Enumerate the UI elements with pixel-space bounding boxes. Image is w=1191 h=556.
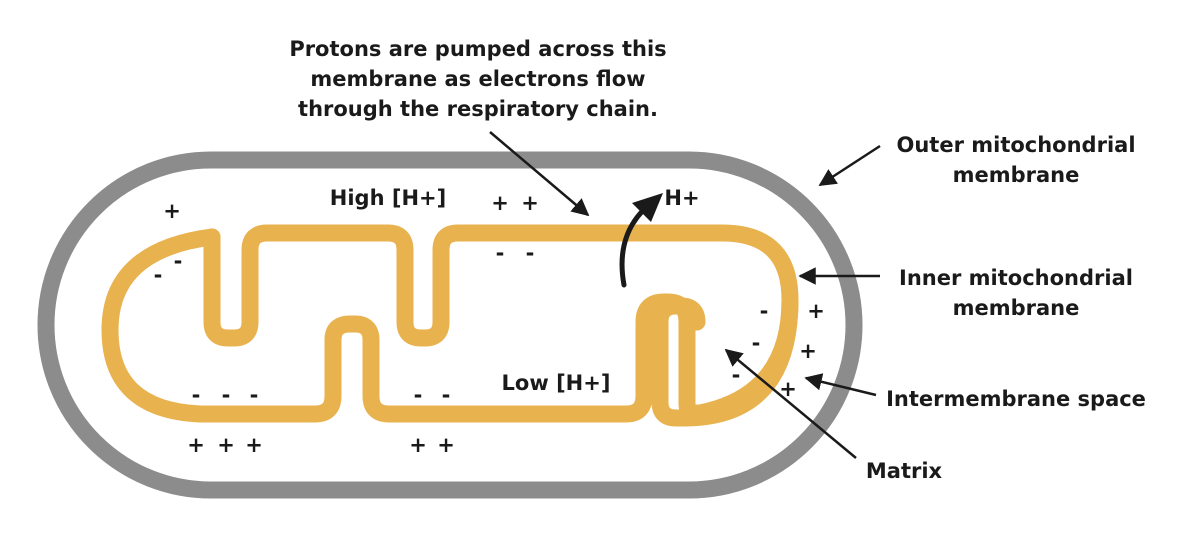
minus-sign: - [192, 383, 201, 407]
minus-sign: - [174, 249, 183, 273]
minus-sign: - [154, 263, 163, 287]
intermembrane-space-arrow [804, 373, 877, 397]
plus-sign: + [187, 433, 205, 457]
minus-sign: - [414, 383, 423, 407]
plus-sign: + [163, 199, 181, 223]
proton-pump-arrowhead [632, 193, 663, 222]
minus-sign: - [760, 299, 769, 323]
minus-sign: - [496, 241, 505, 265]
plus-sign: + [245, 433, 263, 457]
proton-label: H+ [664, 186, 699, 210]
caption-line-3: through the respiratory chain. [298, 97, 658, 121]
matrix-arrow [724, 348, 857, 459]
inner-membrane [203, 224, 799, 427]
plus-sign: + [521, 191, 539, 215]
plus-sign: + [807, 299, 825, 323]
plus-sign: + [437, 433, 455, 457]
plus-sign: + [491, 191, 509, 215]
caption-line-2: membrane as electrons flow [310, 67, 645, 91]
low-h-label: Low [H+] [502, 371, 611, 395]
inner-membrane-label-line-1: Inner mitochondrial [899, 266, 1133, 290]
inner-membrane-label-line-2: membrane [953, 296, 1080, 320]
plus-sign: + [217, 433, 235, 457]
matrix-label: Matrix [866, 459, 943, 483]
plus-sign: + [409, 433, 427, 457]
caption-line-1: Protons are pumped across this [289, 37, 666, 61]
minus-sign: - [442, 383, 451, 407]
inner-membrane-boundary [101, 228, 799, 423]
outer-membrane-label-line-1: Outer mitochondrial [896, 133, 1135, 157]
minus-sign: - [222, 383, 231, 407]
minus-sign: - [250, 383, 259, 407]
outer-membrane-arrow [818, 144, 881, 187]
outer-membrane-label-line-2: membrane [953, 163, 1080, 187]
intermembrane-space-label: Intermembrane space [886, 387, 1146, 411]
high-h-label: High [H+] [330, 186, 446, 210]
minus-sign: - [526, 241, 535, 265]
plus-sign: + [799, 339, 817, 363]
plus-sign: + [779, 377, 797, 401]
caption-arrow [489, 131, 590, 217]
minus-sign: - [732, 363, 741, 387]
minus-sign: - [752, 331, 761, 355]
